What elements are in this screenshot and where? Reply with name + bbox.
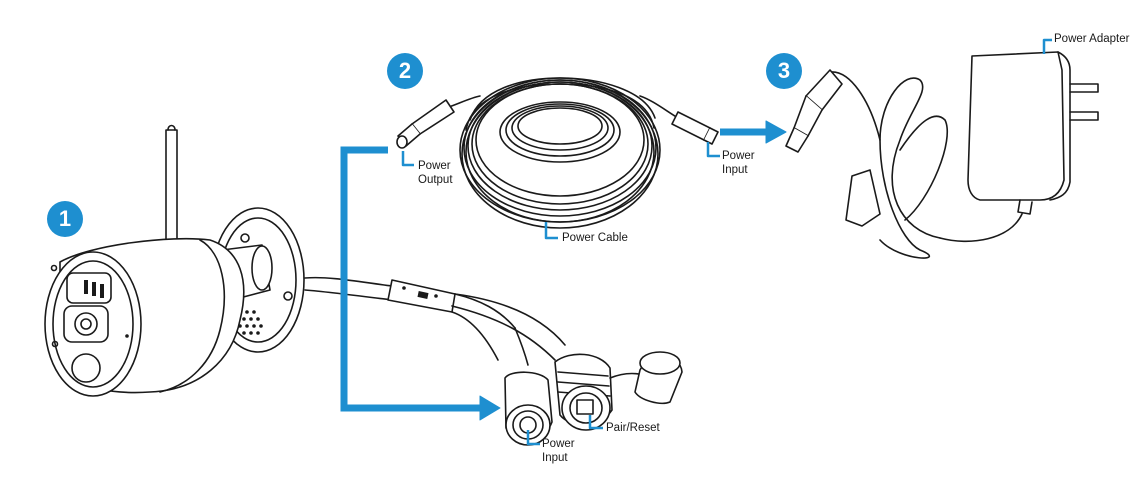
connection-arrows	[340, 120, 787, 421]
leader-pair-reset	[588, 415, 603, 430]
label-pair-reset-text: Pair/Reset	[606, 422, 660, 434]
label-power-input-camera: Power Input	[542, 437, 575, 465]
label-leaders	[401, 38, 1052, 446]
arrow-input-to-adapter-head	[765, 120, 787, 144]
label-power-output: Power Output	[418, 159, 453, 187]
label-power-input-camera-line1: Power	[542, 438, 575, 450]
label-power-adapter: Power Adapter	[1054, 32, 1129, 46]
label-power-output-line2: Output	[418, 174, 453, 186]
step-2-badge: 2	[387, 53, 423, 89]
step-1-number: 1	[58, 206, 72, 231]
camera-power-input-plug	[504, 371, 553, 446]
power-adapter	[785, 51, 1099, 259]
label-power-adapter-text: Power Adapter	[1054, 33, 1130, 45]
power-cable-coil	[396, 77, 719, 229]
step-3-number: 3	[777, 58, 791, 83]
leader-power-input-camera	[526, 430, 540, 446]
label-power-input-cable-line1: Power	[722, 150, 755, 162]
label-power-input-cable: Power Input	[722, 149, 755, 177]
leader-power-adapter	[1042, 38, 1052, 54]
step-2-number: 2	[398, 58, 412, 83]
label-power-cable: Power Cable	[562, 231, 628, 245]
arrow-output-to-camera	[340, 146, 482, 412]
step-3-badge: 3	[766, 53, 802, 89]
leader-power-cable	[544, 222, 558, 240]
camera-illustration	[44, 124, 305, 397]
pair-reset-connector	[554, 351, 683, 431]
leader-power-input-cable	[706, 142, 720, 158]
label-power-cable-text: Power Cable	[562, 232, 628, 244]
step-1-badge: 1	[47, 201, 83, 237]
label-power-output-line1: Power	[418, 160, 451, 172]
label-power-input-cable-line2: Input	[722, 164, 748, 176]
leader-power-output	[401, 151, 414, 167]
label-power-input-camera-line2: Input	[542, 452, 568, 464]
label-pair-reset: Pair/Reset	[606, 421, 660, 435]
arrow-output-to-camera-head	[479, 395, 501, 421]
